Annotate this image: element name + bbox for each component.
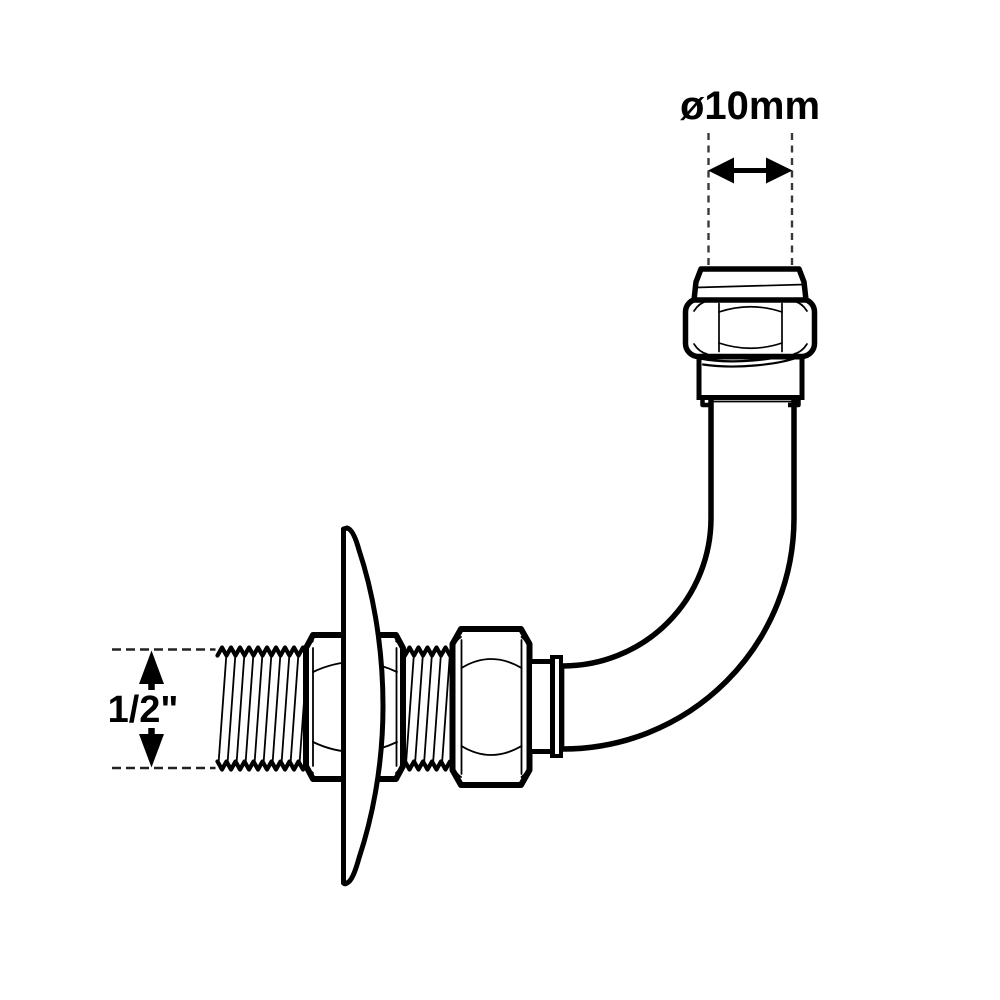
union-nut — [449, 626, 533, 788]
width-arrow — [708, 157, 793, 184]
thread-flank-lines — [217, 652, 309, 765]
pipe-collar — [527, 659, 555, 754]
width-arrow-head-right — [766, 157, 793, 184]
wall-flange — [341, 525, 386, 887]
pipe-body — [559, 397, 794, 749]
pipe-elbow — [556, 394, 797, 752]
dimension-top: ø10mm — [680, 84, 820, 265]
height-arrow — [139, 650, 164, 768]
union-nut-outline — [449, 626, 533, 788]
diameter-label: ø10mm — [680, 84, 820, 128]
pipe-inner-edge — [556, 394, 714, 669]
union-nut-facets — [451, 636, 531, 778]
thread-crest-top — [215, 645, 310, 658]
thread-crest-bottom — [215, 759, 310, 772]
compression-cap — [691, 266, 809, 303]
top-collar — [696, 354, 805, 400]
thread-crest-bottom — [402, 759, 453, 772]
middle-thread-section — [402, 645, 453, 772]
dimension-left: 1/2" — [108, 648, 216, 770]
thread-size-label: 1/2" — [108, 689, 179, 731]
height-arrow-head-up — [139, 650, 164, 684]
height-arrow-head-down — [139, 734, 164, 768]
width-arrow-head-left — [708, 157, 734, 184]
male-thread-section — [215, 645, 310, 772]
thread-crest-top — [402, 645, 453, 658]
pipe-outer-edge — [556, 394, 797, 752]
compression-cap-line — [695, 283, 805, 289]
pipe-collar-bottom — [527, 655, 563, 758]
thread-flank-lines — [405, 652, 451, 765]
top-compression-fitting — [682, 266, 818, 408]
